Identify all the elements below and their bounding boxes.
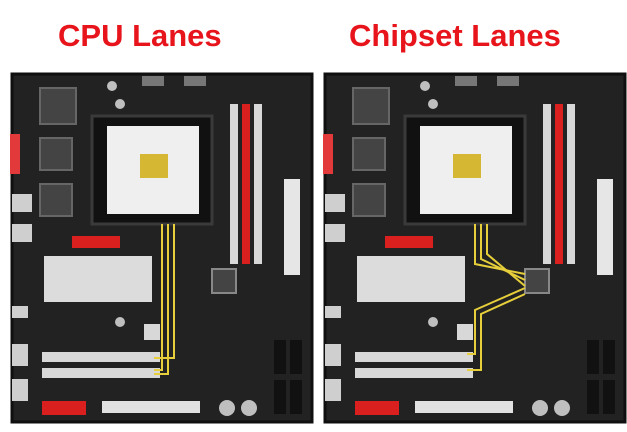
chipset-lanes-title: Chipset Lanes bbox=[349, 18, 561, 53]
chipset-lanes-motherboard bbox=[321, 72, 627, 424]
cpu-lanes-motherboard bbox=[8, 72, 314, 424]
cpu-lanes-title: CPU Lanes bbox=[58, 18, 222, 53]
